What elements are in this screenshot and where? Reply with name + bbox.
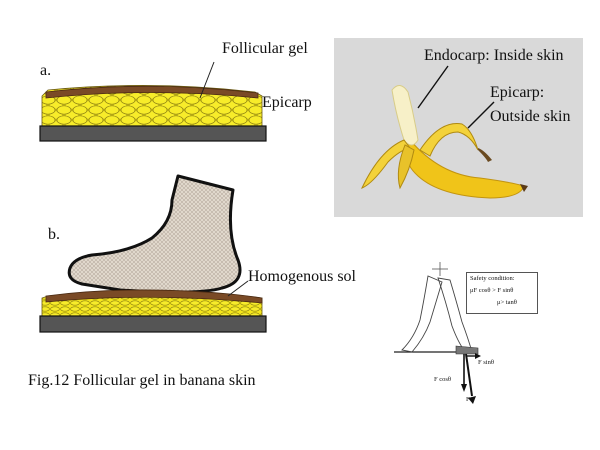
safety-equation-1: μF cosθ > F sinθ [470, 287, 514, 294]
force-cos-label: F cosθ [434, 376, 452, 383]
safety-equation-2: μ> tanθ [497, 299, 517, 306]
slip-diagram [394, 262, 481, 404]
endocarp-label: Endocarp: Inside skin [424, 47, 564, 64]
epicarp-label: Epicarp [262, 94, 312, 111]
panel-a-gel-layer [41, 61, 263, 127]
panel-b-plate [39, 315, 267, 333]
panel-b-label: b. [48, 226, 60, 243]
safety-condition-box: Safety condition: μF cosθ > F sinθ μ> ta… [466, 272, 538, 314]
follicular-gel-label: Follicular gel [222, 40, 308, 57]
panel-a-plate [39, 125, 267, 142]
force-f-label: F [466, 396, 470, 403]
panel-a-label: a. [40, 62, 52, 79]
banana-illustration [334, 38, 583, 217]
foot-shape [67, 174, 242, 294]
figure-caption: Fig.12 Follicular gel in banana skin [28, 372, 256, 389]
force-sin-label: F sinθ [478, 359, 494, 366]
epicarp-photo-label-line2: Outside skin [490, 108, 571, 125]
safety-title: Safety condition: [470, 275, 515, 282]
homogenous-sol-label: Homogenous sol [248, 268, 356, 285]
panel-b-gel-layer [41, 280, 263, 317]
epicarp-photo-label-line1: Epicarp: [490, 84, 545, 101]
